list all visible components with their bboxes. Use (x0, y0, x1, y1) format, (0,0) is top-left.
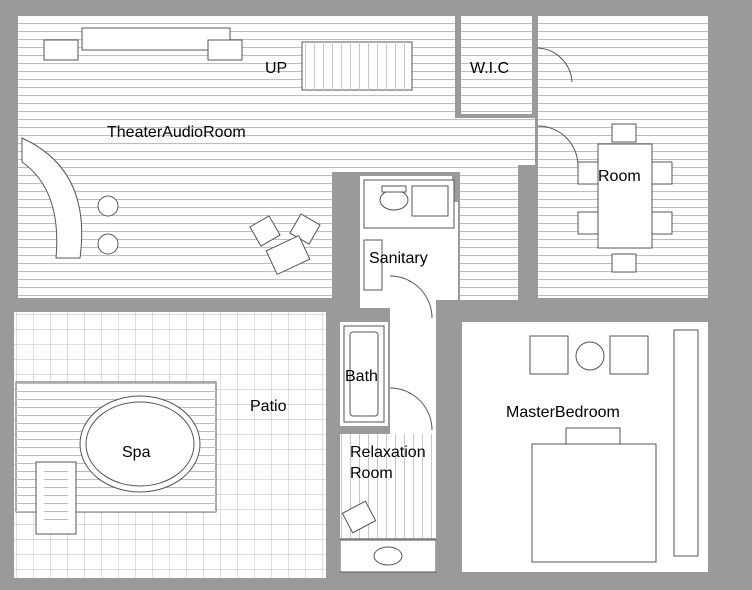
dining-set-icon (577, 123, 673, 273)
bed-icon (531, 443, 657, 563)
label-spa: Spa (122, 444, 151, 461)
label-theater-audio-room: TheaterAudioRoom (107, 124, 246, 141)
relaxation-basin-icon (373, 546, 403, 566)
relaxation-chair-icon (341, 500, 377, 534)
sanitary-fixtures (363, 179, 455, 291)
spa-tub-icon (79, 395, 201, 493)
label-bath: Bath (345, 368, 378, 385)
bedroom-furniture (529, 329, 699, 563)
armchair-left (529, 335, 569, 375)
walls (18, 16, 752, 590)
label-relaxation-line1: Relaxation (350, 444, 426, 461)
label-sanitary: Sanitary (369, 250, 428, 267)
label-up: UP (265, 60, 287, 77)
bathtub-icon (343, 325, 385, 423)
curved-sofa (21, 137, 83, 259)
washbasin-icon (411, 185, 449, 217)
label-relaxation-line2: Room (350, 465, 393, 482)
door-swings (389, 47, 579, 431)
label-room: Room (598, 168, 641, 185)
label-wic: W.I.C (470, 60, 509, 77)
label-master-bedroom: MasterBedroom (506, 404, 620, 421)
side-table (575, 341, 605, 371)
label-patio: Patio (250, 398, 287, 415)
armchair-right (609, 335, 649, 375)
toilet-icon (379, 189, 409, 211)
theater-fixtures (21, 27, 321, 276)
room-labels: UP W.I.C TheaterAudioRoom Room Sanitary … (107, 60, 641, 482)
